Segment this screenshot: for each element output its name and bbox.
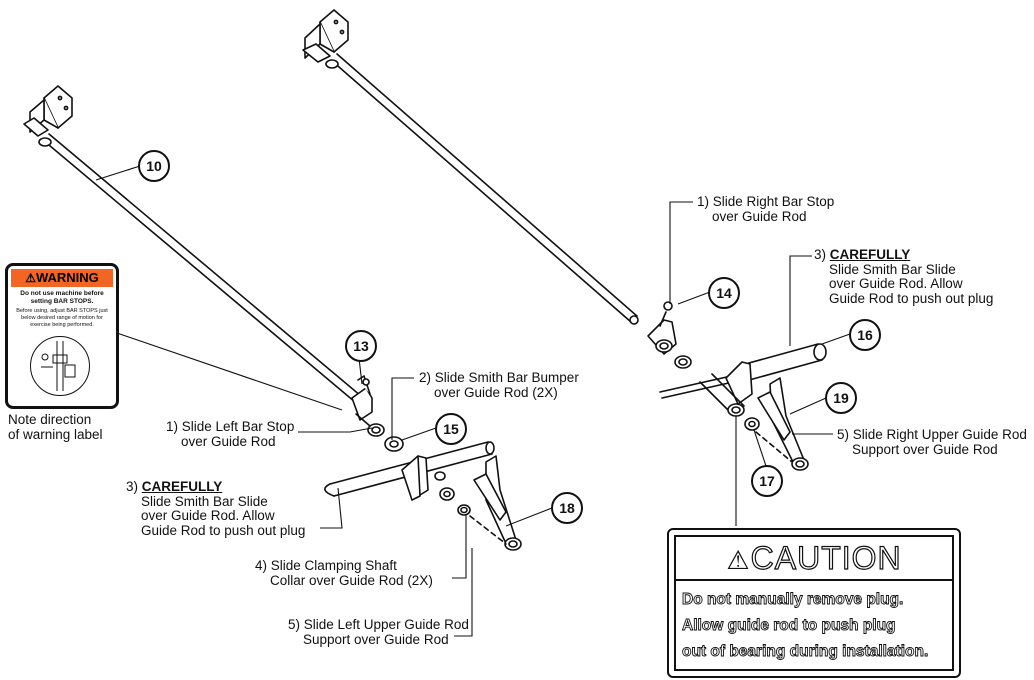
right-upper-support <box>755 377 809 471</box>
warning-label: ⚠WARNING Do not use machine before setti… <box>5 263 119 409</box>
callout-14: 14 <box>708 277 740 309</box>
left-step-1-line2: over Guide Rod <box>181 433 276 449</box>
bar-stop-illustration-icon <box>30 336 90 396</box>
right-bar-stop <box>647 301 692 369</box>
caution-title-text: CAUTION <box>750 539 902 576</box>
caution-line3: out of bearing during installation. <box>682 643 929 661</box>
right-step-3: 3) CAREFULLY Slide Smith Bar Slide over … <box>814 247 994 306</box>
right-step-3-line3: over Guide Rod. Allow <box>829 276 963 291</box>
left-step-3-prefix: 3) <box>126 479 142 494</box>
left-step-4-line2: Collar over Guide Rod (2X) <box>270 572 433 588</box>
left-step-3-line2: Slide Smith Bar Slide <box>141 493 268 509</box>
right-step-5-line2: Support over Guide Rod <box>852 441 998 457</box>
right-step-5-line1: 5) Slide Right Upper Guide Rod <box>837 427 1027 442</box>
left-guide-rod <box>23 85 362 403</box>
left-step-1: 1) Slide Left Bar Stop over Guide Rod <box>166 419 295 449</box>
left-step-4-line1: 4) Slide Clamping Shaft <box>255 558 397 573</box>
caution-triangle-icon: ⚠ <box>726 545 751 575</box>
left-step-3-line3: over Guide Rod. Allow <box>141 508 275 523</box>
right-step-5: 5) Slide Right Upper Guide Rod Support o… <box>837 427 1027 457</box>
warning-note: Note direction of warning label <box>8 412 103 442</box>
left-bumper <box>384 436 404 452</box>
right-step-3-prefix: 3) <box>814 247 830 262</box>
callout-15: 15 <box>435 413 467 445</box>
caution-title: ⚠CAUTION <box>676 537 952 581</box>
left-step-2-line2: over Guide Rod (2X) <box>434 384 558 400</box>
right-step-1-line2: over Guide Rod <box>712 208 807 224</box>
right-step-1: 1) Slide Right Bar Stop over Guide Rod <box>697 194 835 224</box>
warning-title: WARNING <box>35 270 99 285</box>
left-step-5-line2: Support over Guide Rod <box>303 631 449 647</box>
left-step-4: 4) Slide Clamping Shaft Collar over Guid… <box>255 558 433 588</box>
caution-line1: Do not manually remove plug. <box>682 591 904 609</box>
left-upper-support <box>469 455 522 551</box>
callout-13: 13 <box>345 330 377 362</box>
right-step-3-line4: Guide Rod to push out plug <box>829 290 994 306</box>
callout-10: 10 <box>138 150 170 182</box>
left-step-2-line1: 2) Slide Smith Bar Bumper <box>419 370 579 385</box>
right-step-1-line1: 1) Slide Right Bar Stop <box>697 194 835 209</box>
caution-label: ⚠CAUTION Do not manually remove plug. Al… <box>667 528 961 678</box>
callout-18: 18 <box>551 492 583 524</box>
right-guide-rod <box>302 9 639 325</box>
callout-19: 19 <box>825 382 857 414</box>
left-step-5: 5) Slide Left Upper Guide Rod Support ov… <box>288 617 469 647</box>
callout-17: 17 <box>751 465 783 497</box>
warning-line1: Do not use machine before setting BAR ST… <box>20 290 104 305</box>
warning-triangle-icon: ⚠ <box>25 271 36 285</box>
left-bar-stop <box>351 375 385 437</box>
right-step-3-line2: Slide Smith Bar Slide <box>829 261 956 277</box>
caution-line2: Allow guide rod to push plug <box>682 617 896 635</box>
note-line2: of warning label <box>8 427 103 442</box>
warning-line2: Before using, adjust BAR STOPS just belo… <box>16 308 108 328</box>
caution-body: Do not manually remove plug. Allow guide… <box>676 581 952 665</box>
left-step-5-line1: 5) Slide Left Upper Guide Rod <box>288 617 469 632</box>
warning-header: ⚠WARNING <box>11 269 113 287</box>
left-step-3-emphasis: CAREFULLY <box>141 479 223 494</box>
left-step-1-line1: 1) Slide Left Bar Stop <box>166 419 295 434</box>
callout-16: 16 <box>849 319 881 351</box>
left-step-2: 2) Slide Smith Bar Bumper over Guide Rod… <box>419 370 579 400</box>
caution-inner: ⚠CAUTION Do not manually remove plug. Al… <box>674 535 954 671</box>
left-step-3-line4: Guide Rod to push out plug <box>141 522 306 538</box>
left-step-3: 3) CAREFULLY Slide Smith Bar Slide over … <box>126 479 306 538</box>
right-step-3-emphasis: CAREFULLY <box>829 247 911 262</box>
note-line1: Note direction <box>8 412 92 427</box>
left-smith-slide <box>324 441 495 516</box>
